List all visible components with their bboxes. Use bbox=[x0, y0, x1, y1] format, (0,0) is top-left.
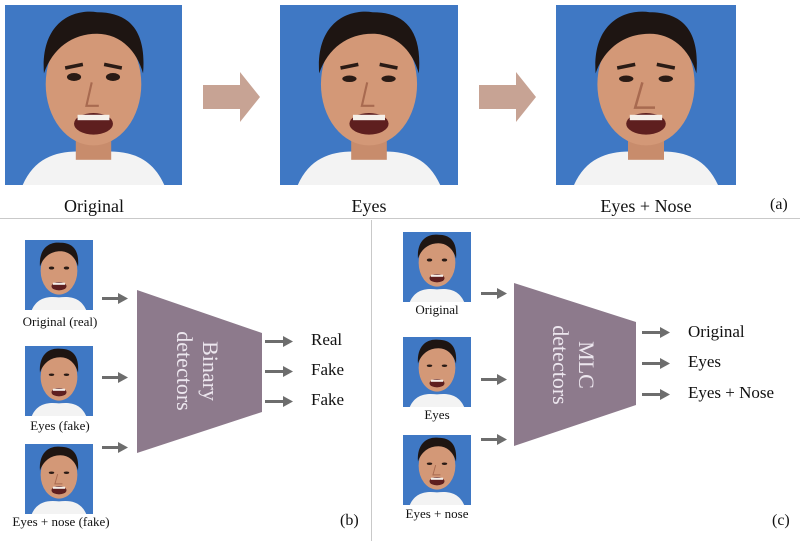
mlc-detector-label-line1: MLC bbox=[574, 341, 599, 389]
caption-original-real: Original (real) bbox=[22, 314, 98, 329]
binary-detector-trapezoid bbox=[137, 290, 262, 453]
face-thumb-eyes-fake bbox=[25, 346, 93, 416]
face-thumb-eyes bbox=[403, 337, 471, 407]
big-arrow-2 bbox=[479, 72, 536, 122]
caption-original: Original bbox=[64, 196, 124, 216]
panel-label-b: (b) bbox=[340, 512, 359, 529]
binary-detector-label-line2: detectors bbox=[172, 331, 197, 410]
output-eyes-nose: Eyes + Nose bbox=[688, 383, 775, 402]
caption-eyes-nose: Eyes + Nose bbox=[600, 196, 692, 216]
output-fake-1: Fake bbox=[311, 360, 345, 379]
face-thumb-original bbox=[403, 232, 471, 302]
caption-eyes-nose-fake: Eyes + nose (fake) bbox=[12, 514, 110, 529]
panel-label-a: (a) bbox=[770, 196, 788, 213]
output-eyes: Eyes bbox=[688, 352, 722, 371]
caption-original-c: Original bbox=[415, 302, 459, 317]
caption-eyes-fake: Eyes (fake) bbox=[30, 418, 90, 433]
panel-label-c: (c) bbox=[772, 512, 790, 529]
horizontal-divider bbox=[0, 218, 800, 219]
caption-eyes: Eyes bbox=[351, 196, 387, 216]
mlc-detector-trapezoid bbox=[514, 283, 636, 446]
mlc-detector-label-line2: detectors bbox=[548, 325, 573, 404]
output-fake-2: Fake bbox=[311, 390, 345, 409]
face-thumb-original-real bbox=[25, 240, 93, 310]
output-real: Real bbox=[311, 330, 343, 349]
caption-eyes-nose-c: Eyes + nose bbox=[405, 506, 469, 521]
face-image-original bbox=[5, 5, 182, 185]
caption-eyes-c: Eyes bbox=[424, 407, 450, 422]
face-image-eyes-nose bbox=[556, 5, 736, 185]
face-image-eyes bbox=[280, 5, 458, 185]
vertical-divider bbox=[371, 220, 372, 541]
face-thumb-eyes-nose bbox=[403, 435, 471, 505]
output-original: Original bbox=[688, 322, 745, 341]
face-thumb-eyes-nose-fake bbox=[25, 444, 93, 514]
binary-detector-label-line1: Binary bbox=[198, 341, 223, 401]
big-arrow-1 bbox=[203, 72, 260, 122]
